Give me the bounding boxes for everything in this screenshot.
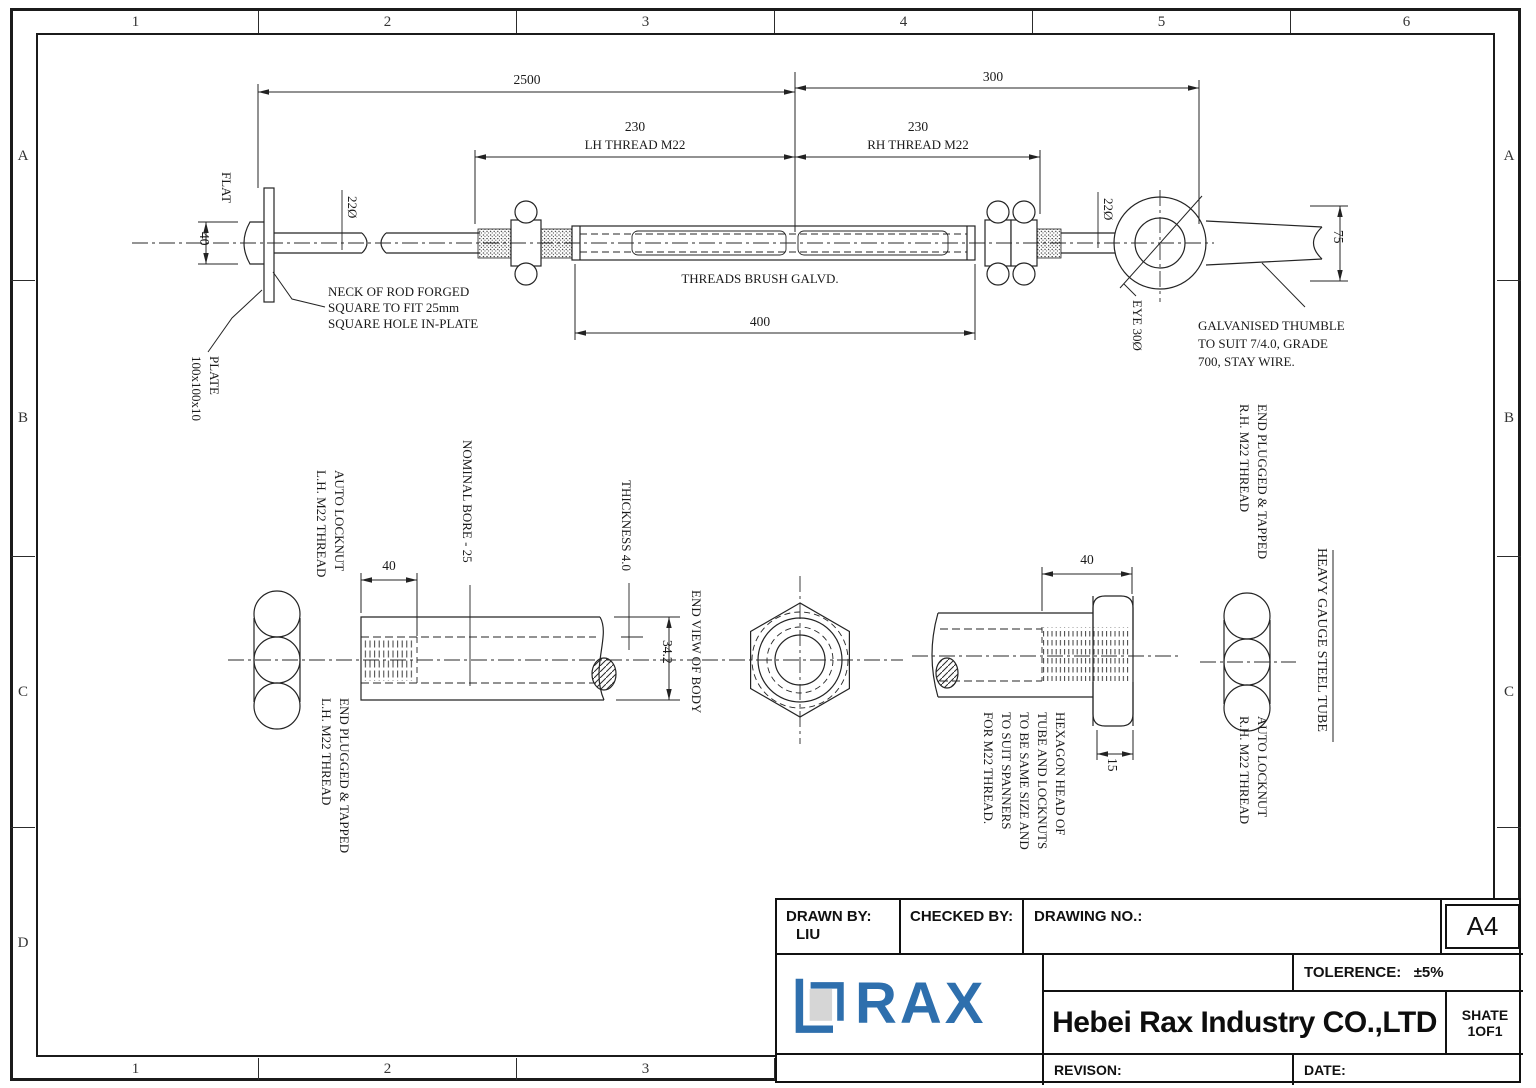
dimensions [198,72,1348,760]
rh-thread-zone [1036,228,1062,259]
body-section-view [360,583,643,701]
dim-rod-dia-left: 22Ø [345,196,360,218]
dim-rh-label: RH THREAD M22 [867,137,969,152]
plate-note-leader [207,289,263,353]
note-thimble-line: GALVANISED THUMBLE [1198,318,1345,333]
rax-logo-icon [795,978,844,1033]
left-zone-strip: A B C D [11,32,35,1058]
dim-head-15: 15 [1105,758,1120,772]
detail-views [253,550,1334,742]
tolerance-value: ±5% [1413,964,1444,981]
plate [263,187,275,303]
zone-label: 5 [1033,11,1291,33]
row-label: A [11,32,35,281]
dim-eye-end: 300 [983,69,1004,84]
thimble-note-leader [1261,262,1306,308]
dim-body-40: 40 [382,558,396,573]
drawn-by-value: LIU [796,926,821,943]
dim-head-40: 40 [1080,552,1094,567]
rax-logo-text: RAX [855,971,987,1036]
note-plate-line: 100x100x10 [189,356,204,421]
note-thimble-line: 700, STAY WIRE. [1198,354,1295,369]
paper-size-badge: A4 [1445,904,1520,949]
note-neck-line: SQUARE HOLE IN-PLATE [328,316,478,331]
eye-label-leader [1123,283,1137,297]
checked-by-label: CHECKED BY: [910,908,1014,925]
company-name: Hebei Rax Industry CO.,LTD [1052,1005,1437,1039]
thimble [1205,220,1323,266]
label-thickness: THICKNESS 4.0 [619,480,634,571]
dim-lh-len: 230 [625,119,646,134]
zone-label: 1 [13,11,259,33]
lh-locknut-view [253,590,301,730]
sheet-inner-frame [36,33,1495,1057]
zone-label: 3 [517,1058,775,1080]
note-neck-line: SQUARE TO FIT 25mm [328,300,459,315]
zone-label: 1 [13,1058,259,1080]
note-threads: THREADS BRUSH GALVD. [681,271,838,286]
drawing-labels: 2500 300 230 LH THREAD M22 230 RH THREAD… [189,69,1346,853]
label-bore: NOMINAL BORE - 25 [460,440,475,563]
dim-overall: 2500 [514,72,541,87]
note-plug-lh-line: L.H. M22 THREAD [319,698,334,805]
dim-body: 400 [750,314,771,329]
tube-head-view [931,595,1134,727]
right-zone-strip: A B C [1497,32,1521,1058]
bottom-zone-strip: 1 2 3 [13,1058,1522,1080]
dim-od: 34.2 [660,640,675,664]
label-end-view: END VIEW OF BODY [689,590,704,714]
note-plug-rh-line: END PLUGGED & TAPPED [1255,404,1270,559]
row-label: D [17,934,29,951]
row-label: B [11,281,35,557]
sheet-number: SHATE 1OF1 [1461,1006,1509,1039]
dim-rh-len: 230 [908,119,929,134]
dim-nut-width: 40 [197,232,212,246]
title-block: DRAWN BY: LIU CHECKED BY: DRAWING NO.: A… [775,898,1523,1085]
zone-label: 3 [517,11,775,33]
label-flat: FLAT [219,172,234,203]
dim-thimble: 75 [1331,230,1346,244]
note-locknut-rh-line: AUTO LOCKNUT [1255,716,1270,817]
note-hex-line: TUBE AND LOCKNUTS [1035,712,1050,849]
note-plug-rh-line: R.H. M22 THREAD [1237,404,1252,512]
note-plate-line: PLATE [207,356,222,395]
note-plug-lh-line: END PLUGGED & TAPPED [337,698,352,853]
note-hex-line: HEXAGON HEAD OF [1053,712,1068,836]
drawn-by-label: DRAWN BY: [786,908,872,925]
row-label: C [11,557,35,828]
top-zone-strip: 1 2 3 4 5 6 [13,11,1522,33]
zone-label: 4 [775,11,1033,33]
label-eye: EYE 30Ø [1130,300,1145,351]
neck-note-leader [272,271,326,308]
date-label: DATE: [1304,1062,1346,1078]
note-thimble-line: TO SUIT 7/4.0, GRADE [1198,336,1328,351]
row-label: B [1497,281,1521,557]
note-locknut-lh-line: AUTO LOCKNUT [332,470,347,571]
row-label: C [1497,557,1521,828]
note-hex-line: TO SUIT SPANNERS [999,712,1014,830]
note-locknut-rh-line: R.H. M22 THREAD [1237,716,1252,824]
note-hex-line: TO BE SAME SIZE AND [1017,712,1032,850]
dim-lh-label: LH THREAD M22 [585,137,686,152]
revision-label: REVISON: [1054,1062,1122,1078]
zone-label: 2 [259,11,517,33]
dim-rod-dia-right: 22Ø [1101,198,1116,220]
zone-label: 6 [1402,13,1411,30]
note-neck-line: NECK OF ROD FORGED [328,284,469,299]
note-hex-line: FOR M22 THREAD. [981,712,996,824]
note-locknut-lh-line: L.H. M22 THREAD [314,470,329,577]
zone-label: 2 [259,1058,517,1080]
centerlines [132,190,1296,744]
row-label: A [1497,32,1521,281]
drawing-no-label: DRAWING NO.: [1034,908,1143,925]
sheet-outer-border [10,8,1521,1081]
tolerance-label: TOLERENCE: [1304,964,1402,981]
label-tube: HEAVY GAUGE STEEL TUBE [1314,548,1329,732]
